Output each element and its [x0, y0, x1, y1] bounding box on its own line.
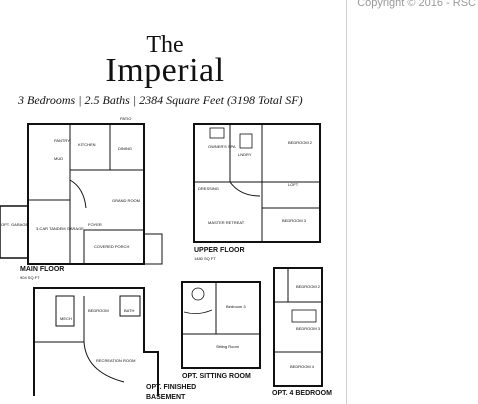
room-recreation: RECREATION ROOM: [96, 358, 136, 363]
plan-name: Imperial: [105, 52, 225, 89]
room-kitchen: KITCHEN: [78, 142, 96, 147]
room-opt-bedroom3: BEDROOM 3: [296, 326, 321, 331]
room-basement-bedroom: BEDROOM: [88, 308, 109, 313]
basement-label-2: BASEMENT: [146, 394, 186, 401]
opt-garage-label: OPT. GARAGE: [1, 222, 29, 227]
room-bedroom2: BEDROOM 2: [288, 140, 313, 145]
title-the: The: [146, 32, 184, 58]
opt-bedroom4-plan: [273, 267, 323, 387]
room-basement-bath: BATH: [124, 308, 135, 313]
room-sitting: Sitting Room: [216, 344, 239, 349]
right-border: [346, 0, 347, 404]
sitting-room-plan: [181, 281, 261, 369]
room-basement-mech: MECH: [60, 316, 72, 321]
basement-plan: [33, 287, 159, 396]
room-foyer: FOYER: [88, 222, 102, 227]
main-floor-label: MAIN FLOOR: [20, 266, 65, 273]
room-opt-bedroom2: BEDROOM 2: [296, 284, 321, 289]
room-bedroom3: BEDROOM 3: [282, 218, 307, 223]
room-pantry: PANTRY: [54, 138, 70, 143]
basement-label-1: OPT. FINISHED: [146, 384, 197, 391]
room-garage: 3-CAR TANDEM GARAGE: [36, 226, 84, 231]
room-opt-bedroom4: BEDROOM 4: [290, 364, 315, 369]
room-dining: DINING: [118, 146, 132, 151]
room-loft: LOFT: [288, 182, 299, 187]
room-master-retreat: MASTER RETREAT: [208, 220, 245, 225]
room-dressing: DRESSING: [198, 186, 219, 191]
upper-floor-plan: [193, 123, 321, 243]
room-laundry: LNDRY: [238, 152, 252, 157]
room-grand-room: GRAND ROOM: [112, 198, 140, 203]
room-mud: MUD: [54, 156, 64, 161]
sitting-room-label: OPT. SITTING ROOM: [182, 373, 251, 380]
plan-subtitle: 3 Bedrooms | 2.5 Baths | 2384 Square Fee…: [18, 93, 303, 107]
main-floor-sqft: 904 SQ FT: [20, 275, 40, 280]
copyright-text: Copyright © 2016 - RSC: [357, 0, 476, 9]
room-patio: PATIO: [120, 116, 132, 121]
upper-floor-sqft: 1480 SQ FT: [194, 256, 216, 261]
upper-floor-label: UPPER FLOOR: [194, 247, 245, 254]
room-sitting-bedroom3: Bedroom 3: [226, 304, 246, 309]
room-covered-porch: COVERED PORCH: [94, 244, 130, 249]
room-owners-spa: OWNER'S SPA: [208, 144, 236, 149]
main-floor-plan: [0, 123, 163, 265]
opt-bedroom4-label: OPT. 4 BEDROOM: [272, 390, 332, 397]
